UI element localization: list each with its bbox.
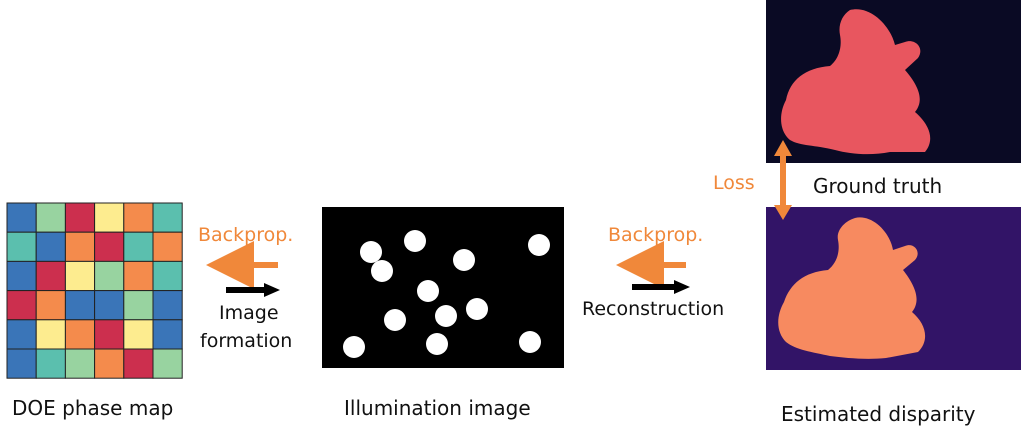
estimated-disparity-bunny-shape: [778, 217, 926, 359]
doe-cell: [152, 319, 183, 350]
forward-arrowhead-image-formation: [264, 283, 280, 297]
doe-cell: [152, 260, 183, 292]
image-formation-label-line1: Image: [219, 302, 279, 324]
doe-cell: [123, 202, 154, 233]
doe-cell: [152, 202, 183, 233]
doe-cell: [94, 319, 125, 350]
dot: [360, 241, 382, 263]
estimated-disparity-caption: Estimated disparity: [781, 402, 976, 426]
doe-cell: [123, 319, 154, 350]
doe-cell: [35, 260, 66, 292]
loss-label: Loss: [713, 172, 755, 194]
dot: [466, 298, 488, 320]
doe-cell: [35, 348, 66, 379]
doe-cell: [94, 260, 125, 292]
doe-cell: [94, 231, 125, 262]
dot: [528, 234, 550, 256]
image-formation-label-line2: formation: [200, 330, 293, 352]
doe-cell: [123, 290, 154, 321]
illumination-caption: Illumination image: [344, 396, 531, 420]
doe-cell: [64, 231, 96, 262]
doe-cell: [152, 348, 183, 379]
dot: [435, 305, 457, 327]
doe-cell: [94, 348, 125, 379]
forward-arrowhead-reconstruction: [674, 280, 690, 294]
loss-arrowhead-up: [774, 140, 792, 156]
doe-cell: [35, 202, 66, 233]
dot: [343, 336, 365, 358]
doe-cell: [123, 231, 154, 262]
doe-cell: [6, 348, 37, 379]
doe-cell: [152, 231, 183, 262]
doe-cell: [123, 348, 154, 379]
ground-truth-bunny-shape: [781, 9, 931, 155]
dot: [404, 230, 426, 252]
doe-cell: [6, 260, 37, 292]
dot: [384, 309, 406, 331]
doe-cell: [94, 290, 125, 321]
backprop-label-left: Backprop.: [198, 224, 294, 246]
doe-cell: [123, 260, 154, 292]
backprop-label-right: Backprop.: [608, 224, 704, 246]
doe-cell: [64, 260, 96, 292]
loss-arrowhead-down: [774, 205, 792, 220]
dot: [453, 249, 475, 271]
doe-cell: [35, 319, 66, 350]
doe-cell: [64, 319, 96, 350]
dot: [417, 280, 439, 302]
illumination-dots: [343, 230, 550, 358]
dot: [371, 260, 393, 282]
reconstruction-label: Reconstruction: [582, 298, 725, 320]
doe-cell: [35, 231, 66, 262]
doe-cell: [6, 290, 37, 321]
doe-cell: [35, 290, 66, 321]
doe-cell: [6, 202, 37, 233]
doe-cell: [64, 290, 96, 321]
doe-cell: [64, 202, 96, 233]
ground-truth-label: Ground truth: [813, 174, 943, 198]
doe-caption: DOE phase map: [12, 396, 174, 420]
dot: [519, 331, 541, 353]
doe-cell: [94, 202, 125, 233]
doe-cell: [152, 290, 183, 321]
doe-cell: [6, 319, 37, 350]
doe-cell: [64, 348, 96, 379]
doe-phase-map: [6, 202, 183, 379]
doe-cell: [6, 231, 37, 262]
dot: [426, 333, 448, 355]
